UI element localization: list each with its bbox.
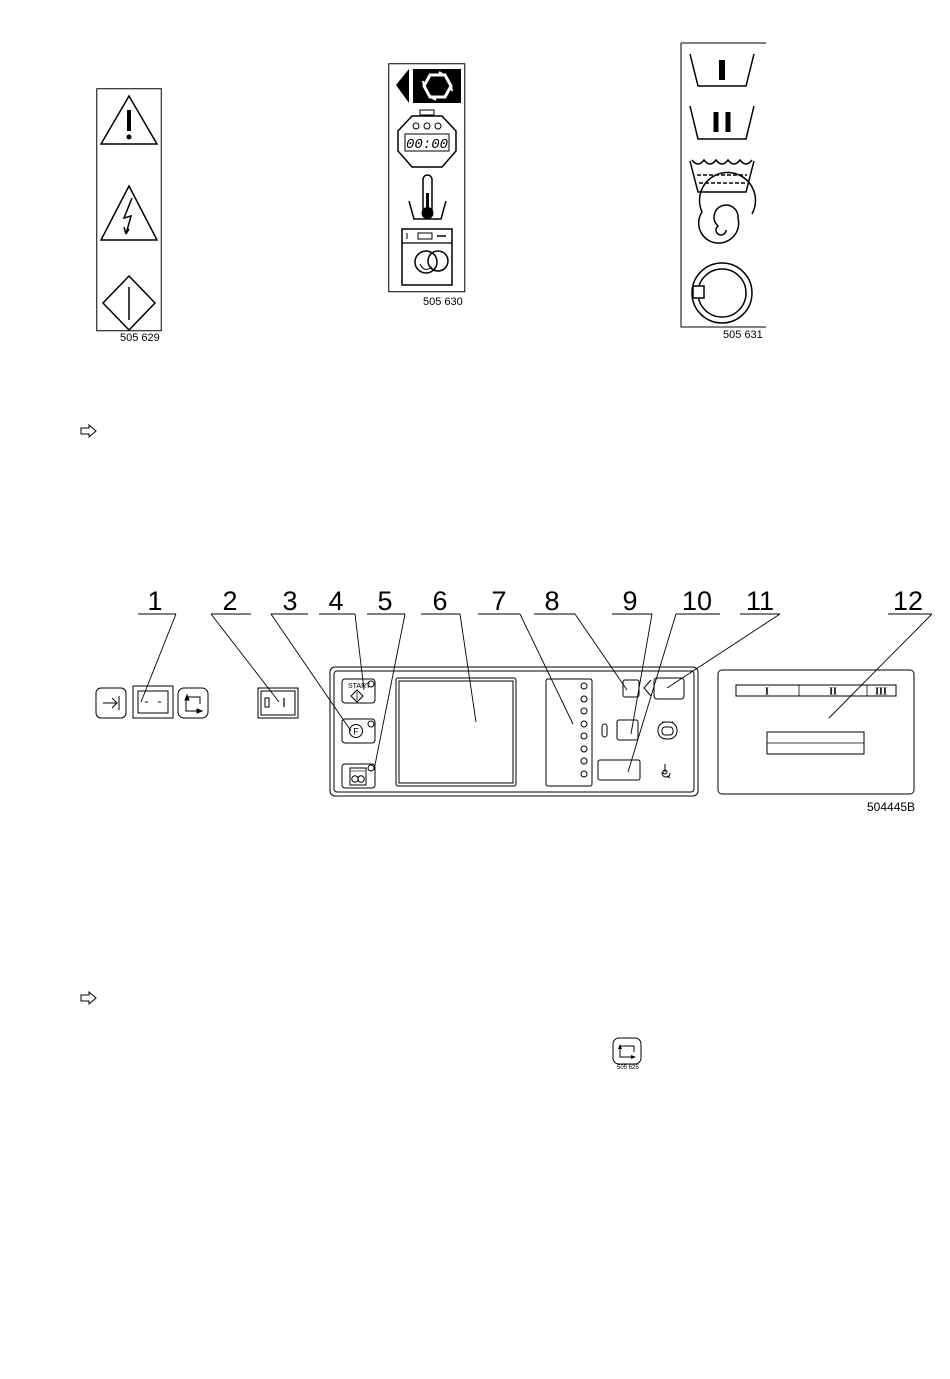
panel-code: 505 629 [120,332,160,344]
program-select-icon [396,69,461,103]
function-label: F [353,727,359,737]
door-lock-icon [658,722,677,739]
entry-button[interactable] [617,720,638,740]
compartment-one-icon [690,54,754,86]
temperature-icon [409,175,446,219]
callout-3: 3 [282,586,297,616]
callout-6: 6 [432,586,447,616]
small-icon-code: 505 625 [617,1065,639,1071]
pointer-arrow-icon [80,424,98,438]
control-panel-diagram: 1 2 3 4 5 6 7 8 9 10 11 12 [80,580,940,820]
left-controls [96,686,298,718]
callout-1: 1 [147,586,162,616]
program-button-large[interactable] [654,678,684,699]
door-indicator [602,724,607,737]
compartment-label-3: III [875,687,887,698]
cycle-arrows-icon [612,1037,643,1065]
drum-icon [692,263,752,323]
compartment-two-icon [690,106,754,139]
washing-machine-icon [402,229,452,285]
callout-4: 4 [328,586,343,616]
main-control-panel: START F [330,667,698,796]
pointer-arrow-icon [80,991,98,1005]
callout-10: 10 [682,586,712,616]
program-symbol-panel: 00:00 [388,63,466,293]
temperature-sensor-icon [662,764,670,778]
panel-code: 505 631 [723,329,763,341]
safety-diamond-icon [103,276,155,330]
svg-text:00:00: 00:00 [406,137,448,153]
diagram-code: 504445B [867,800,915,814]
callout-9: 9 [622,586,637,616]
compartment-label-1: I [765,687,769,698]
indicator-strip [546,679,592,786]
callout-11: 11 [746,586,774,616]
program-button-small[interactable] [623,680,639,697]
panel-code: 505 630 [423,296,463,308]
display-window [396,678,516,786]
callout-5: 5 [377,586,392,616]
timer-icon: 00:00 [398,110,456,167]
indicator-leds [581,683,587,777]
leader-lines [141,614,932,772]
main-switch[interactable] [258,688,298,718]
warning-triangle-icon [101,96,157,144]
cycle-arrows-icon [185,695,202,713]
detergent-label-panel: I II III [718,670,914,794]
door-open-button[interactable] [598,760,640,780]
compartment-label-2: II [829,687,837,698]
safety-symbol-panel [96,88,162,333]
electric-shock-warning-icon [101,186,157,240]
cycle-button[interactable] [178,688,208,718]
callout-12: 12 [893,586,923,616]
callout-7: 7 [491,586,506,616]
callout-8: 8 [544,586,559,616]
callout-2: 2 [222,586,237,616]
wash-symbol-panel [680,42,770,329]
water-level-icon [690,160,754,192]
